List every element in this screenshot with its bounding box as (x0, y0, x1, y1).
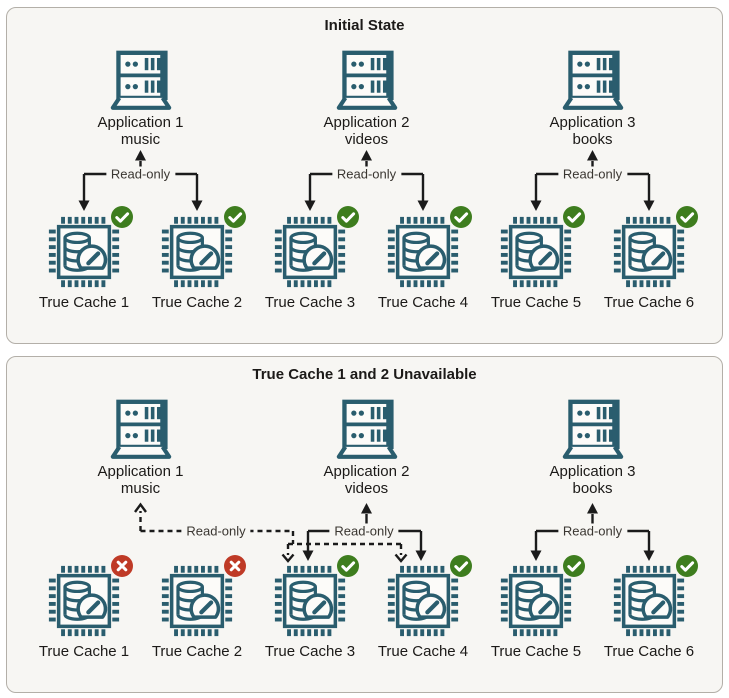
status-badge (563, 206, 585, 228)
true-cache-name: True Cache 6 (603, 294, 695, 311)
status-badge (337, 206, 359, 228)
true-cache-name: True Cache 2 (151, 643, 243, 660)
status-badge (111, 206, 133, 228)
true-cache-node: True Cache 4 (371, 555, 475, 660)
application-group: Application 2 videos (297, 50, 437, 148)
true-cache-node: True Cache 3 (258, 206, 362, 311)
panel-initial-state: Initial State Application 1 music Applic… (6, 7, 723, 344)
read-only-label: Read-only (329, 523, 399, 539)
application-server-icon (331, 50, 403, 112)
check-icon (341, 561, 356, 572)
application-subtitle: videos (344, 480, 389, 497)
application-group: Application 3 books (523, 399, 663, 497)
status-badge (450, 206, 472, 228)
read-only-label: Read-only (331, 166, 402, 182)
read-only-label: Read-only (557, 166, 628, 182)
application-server-icon (331, 399, 403, 461)
application-name: Application 1 (97, 463, 184, 480)
application-name: Application 3 (549, 114, 636, 131)
true-cache-name: True Cache 6 (603, 643, 695, 660)
application-name: Application 3 (549, 463, 636, 480)
true-cache-name: True Cache 5 (490, 643, 582, 660)
application-name: Application 2 (323, 463, 410, 480)
status-badge (563, 555, 585, 577)
application-subtitle: books (572, 480, 613, 497)
status-badge (111, 555, 133, 577)
true-cache-node: True Cache 3 (258, 555, 362, 660)
application-group: Application 1 music (71, 50, 211, 148)
true-cache-name: True Cache 3 (264, 643, 356, 660)
panel-title: Initial State (324, 17, 405, 34)
status-badge (676, 555, 698, 577)
check-icon (115, 212, 130, 223)
true-cache-name: True Cache 3 (264, 294, 356, 311)
application-subtitle: videos (344, 131, 389, 148)
true-cache-node: True Cache 2 (145, 555, 249, 660)
true-cache-node: True Cache 2 (145, 206, 249, 311)
read-only-label: Read-only (557, 523, 628, 539)
application-server-icon (557, 50, 629, 112)
true-cache-name: True Cache 1 (38, 643, 130, 660)
true-cache-name: True Cache 4 (377, 643, 469, 660)
true-cache-name: True Cache 2 (151, 294, 243, 311)
read-only-label: Read-only (181, 523, 251, 539)
true-cache-node: True Cache 6 (597, 555, 701, 660)
application-name: Application 1 (97, 114, 184, 131)
panel-failover-state: True Cache 1 and 2 Unavailable Applicati… (6, 356, 723, 693)
status-badge (224, 206, 246, 228)
true-cache-name: True Cache 5 (490, 294, 582, 311)
true-cache-node: True Cache 5 (484, 555, 588, 660)
true-cache-node: True Cache 5 (484, 206, 588, 311)
x-icon (116, 560, 128, 572)
true-cache-node: True Cache 6 (597, 206, 701, 311)
read-only-label: Read-only (105, 166, 176, 182)
check-icon (454, 561, 469, 572)
application-group: Application 3 books (523, 50, 663, 148)
application-server-icon (105, 50, 177, 112)
application-subtitle: music (120, 131, 161, 148)
x-icon (229, 560, 241, 572)
true-cache-name: True Cache 1 (38, 294, 130, 311)
application-name: Application 2 (323, 114, 410, 131)
application-group: Application 2 videos (297, 399, 437, 497)
status-badge (450, 555, 472, 577)
application-server-icon (105, 399, 177, 461)
application-server-icon (557, 399, 629, 461)
true-cache-node: True Cache 4 (371, 206, 475, 311)
status-badge (224, 555, 246, 577)
true-cache-name: True Cache 4 (377, 294, 469, 311)
application-subtitle: music (120, 480, 161, 497)
check-icon (454, 212, 469, 223)
check-icon (680, 212, 695, 223)
check-icon (680, 561, 695, 572)
status-badge (676, 206, 698, 228)
status-badge (337, 555, 359, 577)
panel-title: True Cache 1 and 2 Unavailable (252, 366, 477, 383)
check-icon (567, 212, 582, 223)
check-icon (341, 212, 356, 223)
application-group: Application 1 music (71, 399, 211, 497)
true-cache-node: True Cache 1 (32, 555, 136, 660)
true-cache-node: True Cache 1 (32, 206, 136, 311)
check-icon (228, 212, 243, 223)
check-icon (567, 561, 582, 572)
application-subtitle: books (572, 131, 613, 148)
